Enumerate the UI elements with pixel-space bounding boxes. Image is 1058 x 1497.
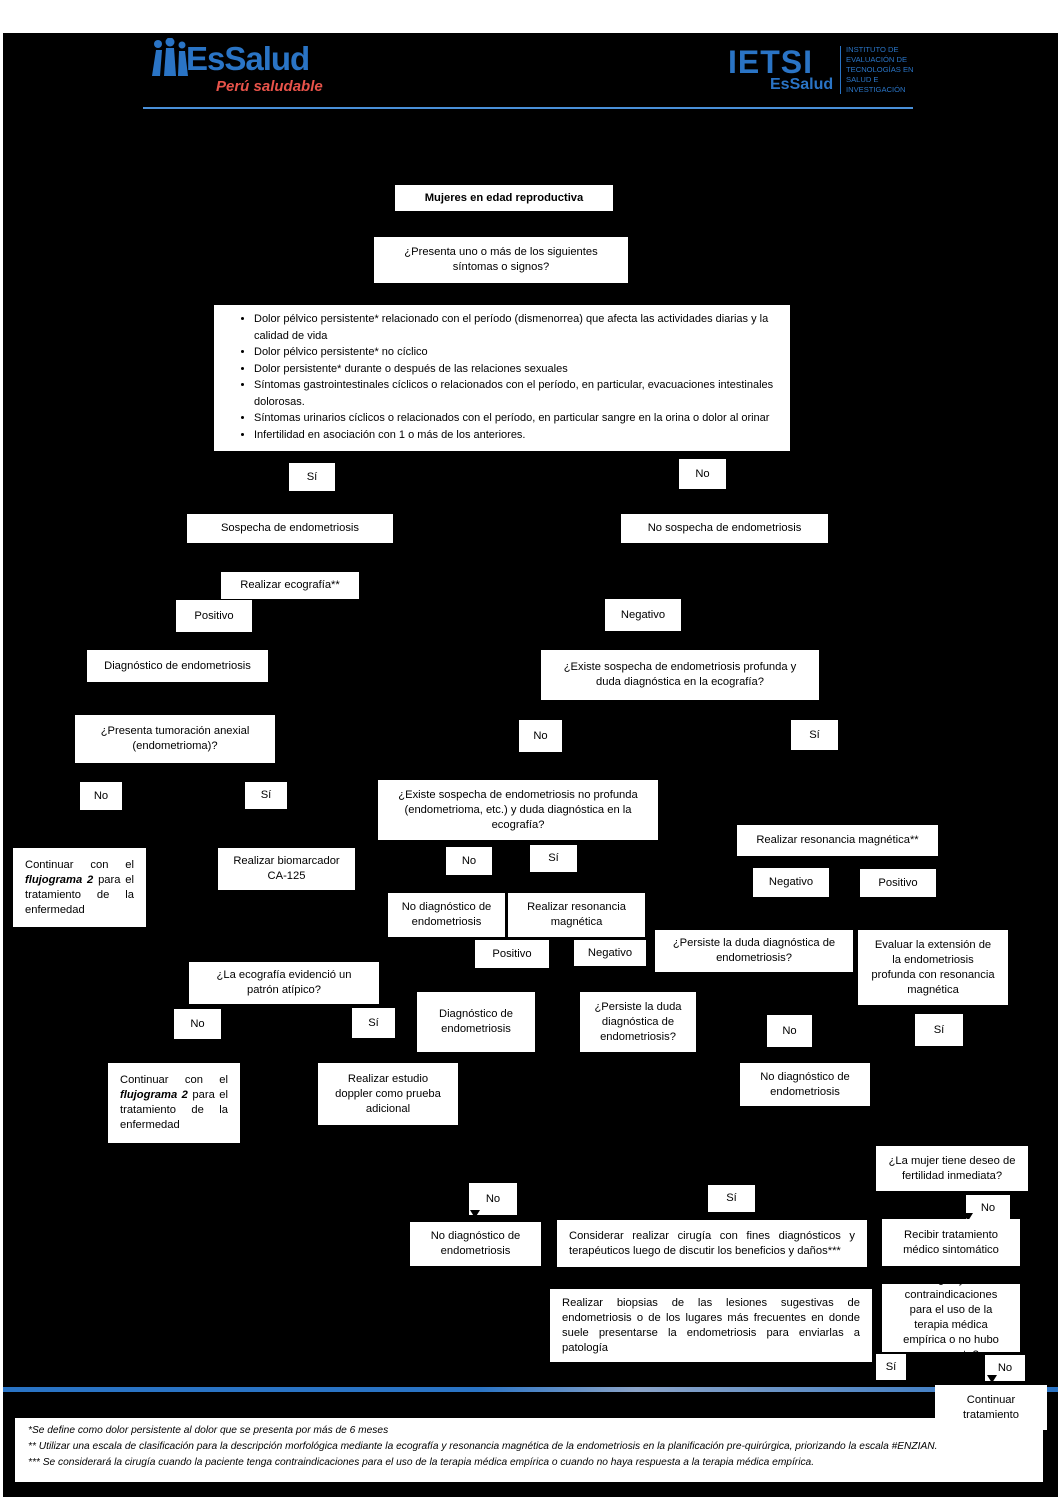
ietsi-logo: IETSI EsSalud Instituto de Evaluación de… (728, 44, 918, 98)
flowchart-2-ref: flujograma 2 (120, 1089, 188, 1101)
symptom-item: Dolor persistente* durante o después de … (254, 361, 778, 378)
ietsi-divider (840, 46, 841, 94)
label-positivo: Positivo (860, 869, 936, 897)
label-no: No (966, 1195, 1010, 1221)
label-positivo: Positivo (176, 600, 252, 632)
no-suspicion-endometriosis: No sospecha de endometriosis (621, 514, 828, 543)
start-node: Mujeres en edad reproductiva (395, 185, 613, 211)
evaluate-extension: Evaluar la extensión de la endometriosis… (858, 930, 1008, 1005)
symptom-item: Infertilidad en asociación con 1 o más d… (254, 427, 778, 444)
question-superficial-endometriosis: ¿Existe sospecha de endometriosis no pro… (378, 780, 658, 840)
question-contraindications: ¿Hay contraindicaciones para el uso de l… (882, 1274, 1020, 1361)
essalud-brand: EsSalud (186, 40, 310, 77)
label-si: Sí (352, 1008, 395, 1038)
footnote: ** Utilizar una escala de clasificación … (28, 1441, 938, 1452)
suspicion-endometriosis: Sospecha de endometriosis (187, 514, 393, 543)
footnote: *Se define como dolor persistente al dol… (28, 1425, 389, 1436)
essalud-logo: EsSalud Perú saludable (150, 38, 340, 98)
label-no: No (174, 1009, 221, 1039)
label-no: No (679, 459, 726, 489)
label-no: No (80, 782, 122, 810)
label-negativo: Negativo (753, 868, 829, 897)
header-divider (143, 107, 913, 109)
no-diagnosis-endometriosis: No diagnóstico de endometriosis (388, 893, 505, 937)
label-positivo: Positivo (475, 940, 549, 968)
label-si: Sí (530, 845, 577, 872)
continue-pre: Continuar con el (120, 1074, 228, 1086)
footnote: *** Se considerará la cirugía cuando la … (28, 1457, 815, 1468)
arrow-down-icon (963, 1213, 973, 1221)
question-persistent-doubt: ¿Persiste la duda diagnóstica de endomet… (655, 930, 853, 972)
continue-post: para el tratamiento de la enfermedad (120, 1089, 228, 1131)
label-si: Sí (876, 1354, 906, 1380)
label-no: No (446, 847, 492, 875)
question-persistent-doubt: ¿Persiste la duda diagnóstica de endomet… (580, 992, 696, 1052)
essalud-tagline: Perú saludable (216, 78, 323, 95)
arrow-down-icon (470, 1210, 480, 1218)
question-atypical-pattern: ¿La ecografía evidenció un patrón atípic… (189, 962, 379, 1004)
label-negativo: Negativo (605, 599, 681, 631)
ietsi-institute: Instituto de Evaluación de Tecnologías e… (846, 45, 914, 94)
ietsi-brand: IETSI (728, 44, 814, 80)
no-diagnosis-endometriosis: No diagnóstico de endometriosis (410, 1222, 541, 1266)
question-deep-endometriosis: ¿Existe sospecha de endometriosis profun… (541, 650, 819, 700)
consider-surgery: Considerar realizar cirugía con fines di… (557, 1220, 867, 1267)
biomarker-ca125: Realizar biomarcador CA-125 (218, 848, 355, 890)
no-diagnosis-endometriosis: No diagnóstico de endometriosis (740, 1063, 870, 1106)
mri-step: Realizar resonancia magnética** (737, 825, 938, 856)
ultrasound-step: Realizar ecografía** (221, 572, 359, 599)
family-icon (152, 38, 188, 76)
label-no: No (469, 1183, 517, 1215)
ietsi-sub: EsSalud (770, 76, 834, 93)
continue-flowchart-2: Continuar con el flujograma 2 para el tr… (13, 848, 146, 927)
symptom-item: Síntomas urinarios cíclicos o relacionad… (254, 410, 778, 427)
diagnosis-endometriosis: Diagnóstico de endometriosis (417, 992, 535, 1052)
flowchart-2-ref: flujograma 2 (25, 873, 94, 886)
perform-biopsies: Realizar biopsias de las lesiones sugest… (550, 1289, 872, 1362)
doppler-study: Realizar estudio doppler como prueba adi… (318, 1063, 458, 1125)
label-si: Sí (289, 463, 335, 491)
label-si: Sí (245, 782, 287, 809)
continue-post: para el tratamiento de la enfermedad (25, 873, 134, 916)
symptomatic-treatment: Recibir tratamiento médico sintomático (882, 1219, 1020, 1266)
label-si: Sí (915, 1014, 963, 1046)
symptom-item: Síntomas gastrointestinales cíclicos o r… (254, 377, 778, 410)
arrow-down-icon (637, 984, 647, 992)
label-negativo: Negativo (574, 940, 646, 966)
question-fertility-desire: ¿La mujer tiene deseo de fertilidad inme… (876, 1146, 1028, 1191)
arrow-down-icon (987, 1375, 997, 1383)
label-no: No (519, 720, 562, 752)
diagnosis-endometriosis: Diagnóstico de endometriosis (87, 650, 268, 682)
symptom-item: Dolor pélvico persistente* relacionado c… (254, 311, 778, 344)
question-symptoms: ¿Presenta uno o más de los siguientes sí… (374, 237, 628, 283)
footnotes: *Se define como dolor persistente al dol… (15, 1418, 1043, 1482)
question-adnexal-mass: ¿Presenta tumoración anexial (endometrio… (75, 715, 275, 763)
continue-pre: Continuar con el (25, 858, 134, 871)
mri-step: Realizar resonancia magnética (508, 893, 645, 937)
footer-accent-bar (3, 1387, 1058, 1392)
label-si: Sí (708, 1185, 755, 1212)
symptom-item: Dolor pélvico persistente* no cíclico (254, 344, 778, 361)
symptoms-list: Dolor pélvico persistente* relacionado c… (214, 305, 790, 451)
label-si: Sí (791, 720, 838, 750)
continue-flowchart-2: Continuar con el flujograma 2 para el tr… (108, 1063, 240, 1143)
label-no: No (767, 1015, 812, 1047)
